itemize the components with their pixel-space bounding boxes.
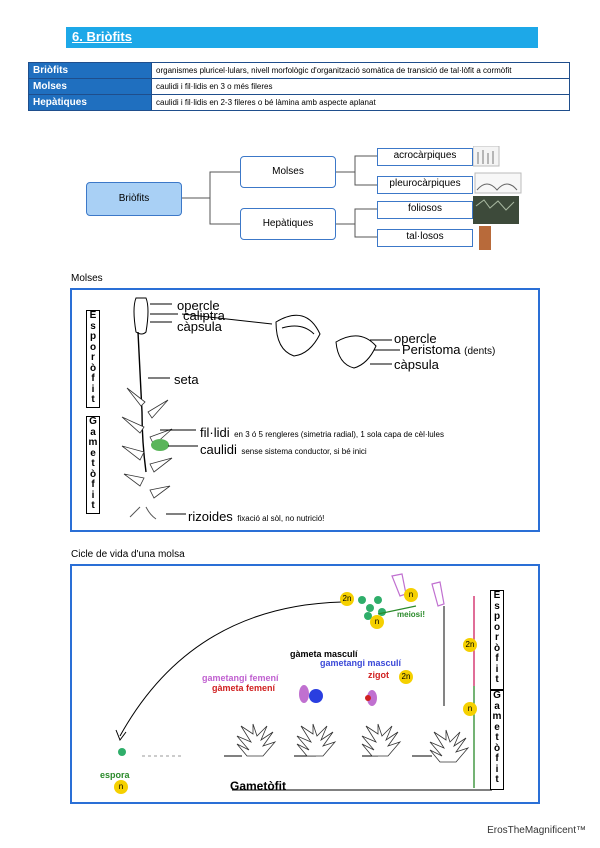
molses-panel xyxy=(70,288,540,532)
tree-foliosos: foliosos xyxy=(377,201,473,219)
label-caliptra: caliptra xyxy=(183,308,225,323)
footer-credit: ErosTheMagnificent™ xyxy=(487,825,586,836)
label-espora: espora xyxy=(100,770,130,780)
ploidy-badge-n: n xyxy=(404,588,418,602)
label-gametofit: Gametòfit xyxy=(230,779,287,793)
label-seta: seta xyxy=(174,372,199,387)
desc-cell: organismes pluricel·lulars, nivell morfo… xyxy=(151,62,570,79)
ploidy-badge-n: n xyxy=(463,702,477,716)
label-zigot: zigot xyxy=(368,670,389,680)
table-row: Briòfits organismes pluricel·lulars, niv… xyxy=(28,62,570,79)
label-gameta-femeni: gàmeta femení xyxy=(212,683,276,693)
label-opercle-1: opercle xyxy=(177,298,220,313)
ploidy-badge-2n: 2n xyxy=(399,670,413,684)
label-fillidi: fil·lidi en 3 ó 5 rengleres (simetria ra… xyxy=(200,425,444,440)
section-label-molses: Molses xyxy=(71,273,103,284)
tree-hepatiques: Hepàtiques xyxy=(240,208,336,240)
cycle-panel xyxy=(70,564,540,804)
moss-life-cycle-drawing xyxy=(115,573,492,791)
term-cell: Hepàtiques xyxy=(28,94,152,111)
label-opercle-2: opercle xyxy=(394,331,437,346)
tree-connectors xyxy=(181,155,377,238)
table-row: Molses caulidi i fil·lidis en 3 o més fi… xyxy=(28,78,570,95)
label-meiosi: meiosi! xyxy=(397,610,426,619)
label-caulidi: caulidi sense sistema conductor, si bé i… xyxy=(200,442,367,457)
title-bar xyxy=(66,27,538,48)
label-capsula-2: càpsula xyxy=(394,357,439,372)
desc-cell: caulidi i fil·lidis en 2-3 fileres o bé … xyxy=(151,94,570,111)
definitions-table: Briòfits organismes pluricel·lulars, niv… xyxy=(28,62,570,111)
tree-pleurocarpiques: pleurocàrpiques xyxy=(377,176,473,194)
table-row: Hepàtiques caulidi i fil·lidis en 2-3 fi… xyxy=(28,94,570,111)
label-gameta-masculi: gàmeta masculí xyxy=(290,649,358,659)
label-gametangi-femeni: gametangi femení xyxy=(202,673,279,683)
moss-thumbnails xyxy=(473,146,522,250)
tree-root: Briòfits xyxy=(86,182,182,216)
section-label-cycle: Cicle de vida d'una molsa xyxy=(71,549,185,560)
label-peristoma: Peristoma (dents) xyxy=(402,342,496,357)
tree-acrocarpiques: acrocàrpiques xyxy=(377,148,473,166)
ploidy-badge-n: n xyxy=(114,780,128,794)
label-gametangi-masculi: gametangi masculí xyxy=(320,658,402,668)
desc-cell: caulidi i fil·lidis en 3 o més fileres xyxy=(151,78,570,95)
tree-tallosos: tal·losos xyxy=(377,229,473,247)
ploidy-badge-n: n xyxy=(370,615,384,629)
page-title: 6. Briòfits xyxy=(72,29,132,44)
term-cell: Briòfits xyxy=(28,62,152,79)
label-rizoides: rizoides fixació al sòl, no nutrició! xyxy=(188,509,325,524)
term-cell: Molses xyxy=(28,78,152,95)
tree-molses: Molses xyxy=(240,156,336,188)
ploidy-badge-2n: 2n xyxy=(340,592,354,606)
label-capsula-1: càpsula xyxy=(177,319,222,334)
moss-anatomy-drawing xyxy=(121,297,400,520)
ploidy-badge-2n: 2n xyxy=(463,638,477,652)
